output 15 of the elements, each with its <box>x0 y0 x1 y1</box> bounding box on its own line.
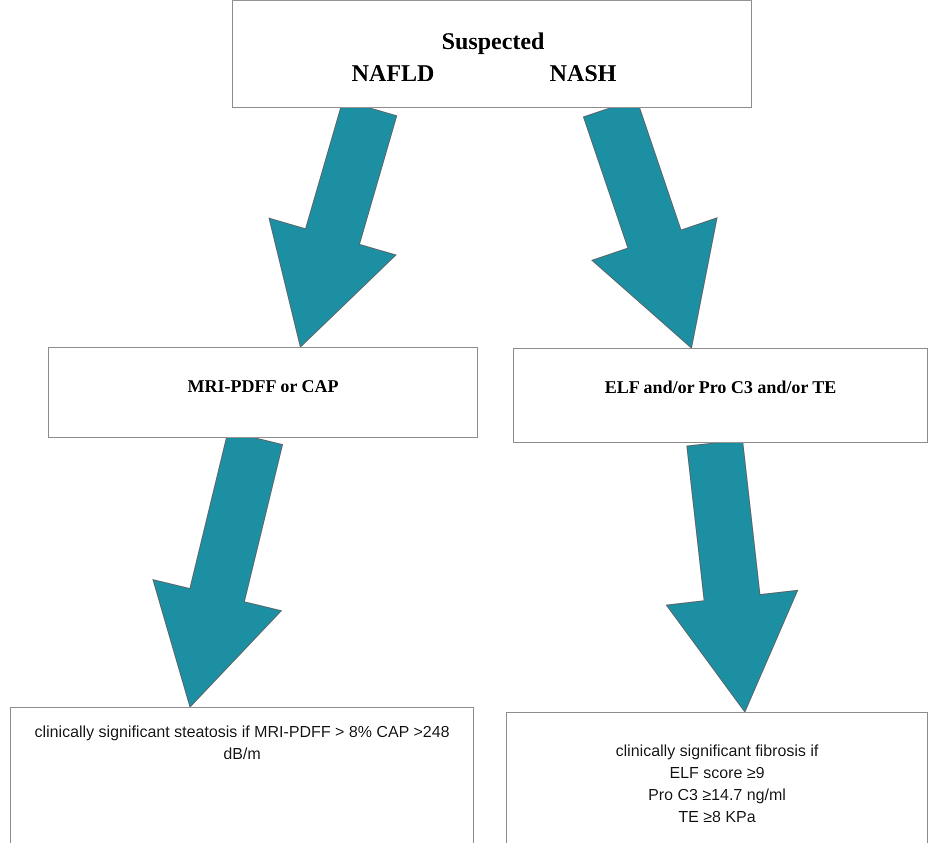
result-box <box>506 712 928 843</box>
box-text: NAFLD <box>350 61 436 88</box>
box-text: ELF and/or Pro C3 and/or TE <box>604 377 838 398</box>
process-box <box>48 347 478 438</box>
box-text: clinically significant steatosis if MRI-PDFF > 8% CAP >248 dB/m <box>34 723 450 765</box>
process-box <box>232 0 752 108</box>
box-text: NASH <box>548 61 618 88</box>
box-text: MRI-PDFF or CAP <box>186 376 340 397</box>
box-text: Suspected <box>440 29 546 56</box>
box-text: clinically significant fibrosis if <box>614 742 820 762</box>
box-text: TE ≥8 KPa <box>677 808 757 828</box>
box-text: Pro C3 ≥14.7 ng/ml <box>647 786 787 806</box>
result-box <box>10 707 474 843</box>
box-text: ELF score ≥9 <box>668 764 766 784</box>
process-box <box>513 348 928 443</box>
